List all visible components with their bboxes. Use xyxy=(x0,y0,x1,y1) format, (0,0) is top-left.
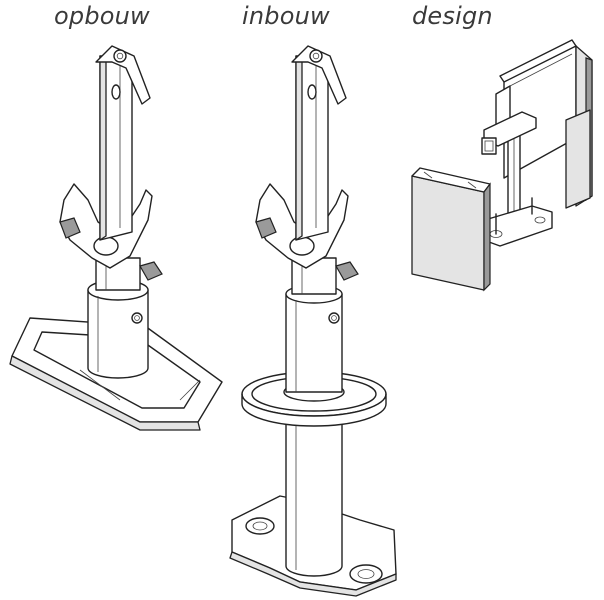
inbouw-bracket xyxy=(229,45,397,597)
design-bracket xyxy=(411,39,593,292)
caption-design: design xyxy=(412,2,493,30)
caption-inbouw: inbouw xyxy=(242,2,330,30)
opbouw-bracket xyxy=(9,45,223,431)
caption-opbouw: opbouw xyxy=(54,2,150,30)
